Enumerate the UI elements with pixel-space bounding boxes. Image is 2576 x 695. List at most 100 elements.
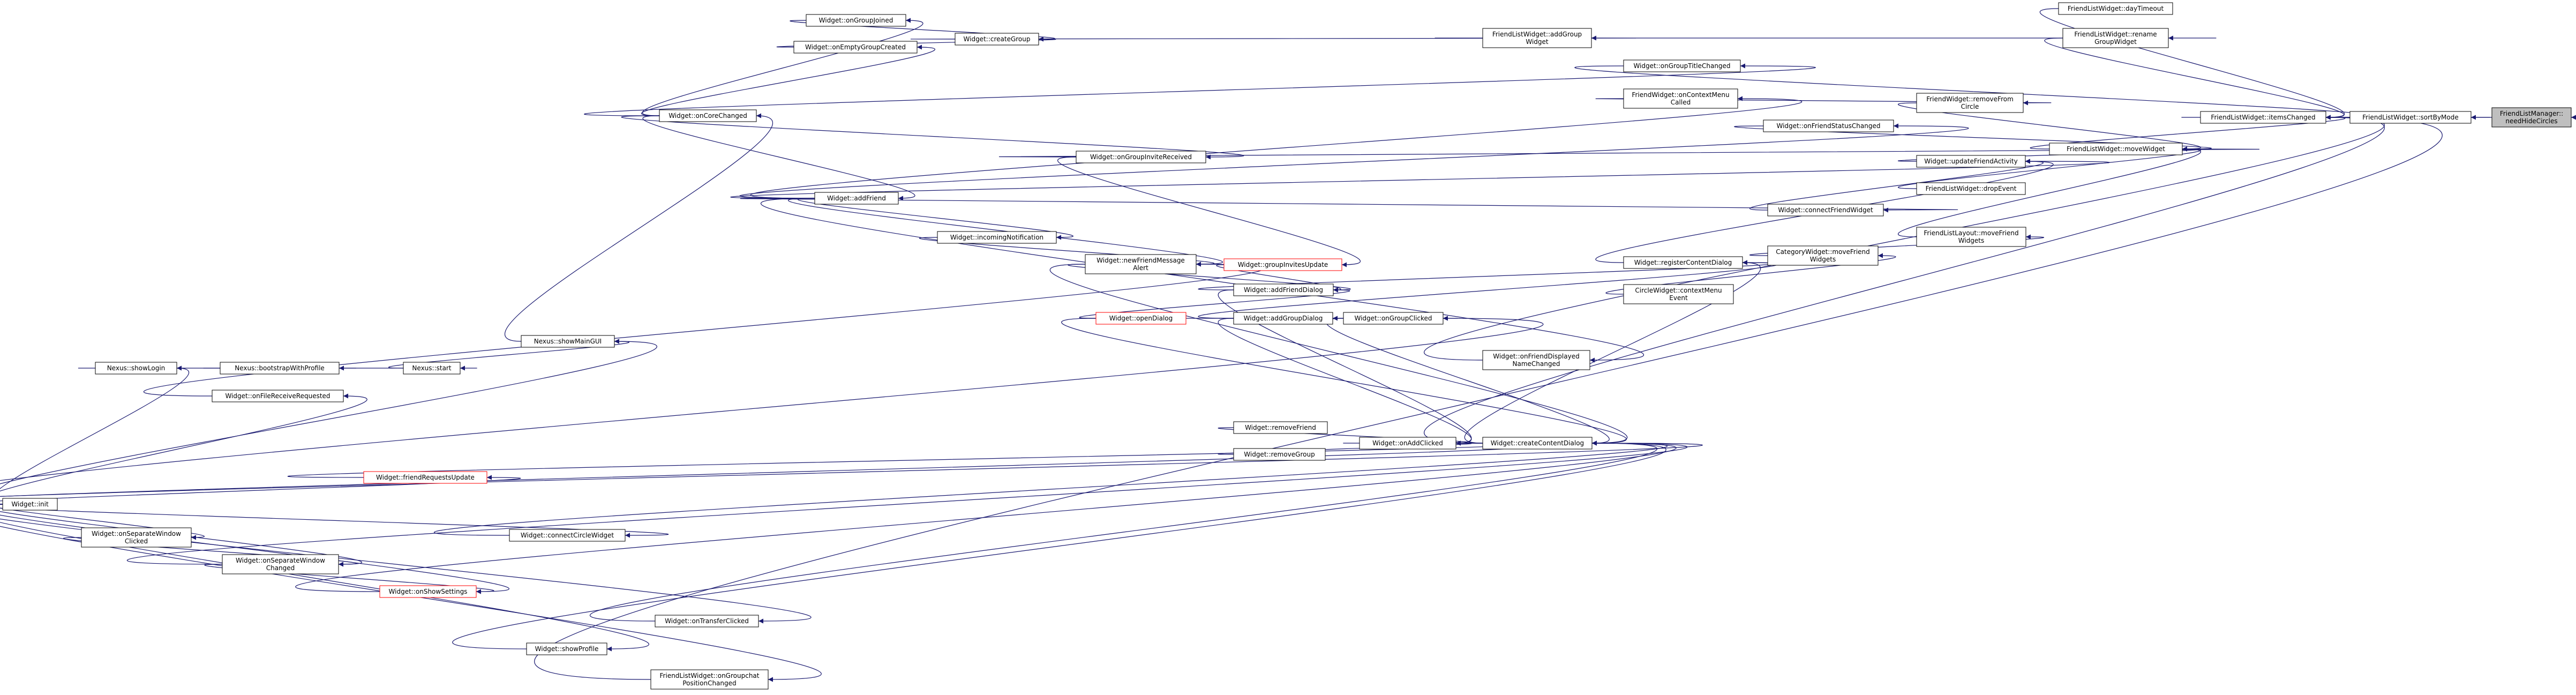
node-box [212, 390, 344, 402]
node-box [806, 14, 906, 27]
call-edge-createContentDialog-to-itemsChanged [1424, 115, 2385, 444]
node-label: Widget::openDialog [1109, 315, 1173, 322]
node-onCoreChanged[interactable]: Widget::onCoreChanged [659, 109, 757, 122]
node-label: Widget::onEmptyGroupCreated [805, 43, 906, 51]
node-removeGroup[interactable]: Widget::removeGroup [1233, 448, 1326, 461]
call-edge-init-to-createContentDialog [0, 440, 1703, 505]
node-label: FriendListWidget::itemsChanged [2211, 114, 2315, 121]
node-onFileReceiveRequested[interactable]: Widget::onFileReceiveRequested [212, 390, 344, 402]
call-edge-init-to-onTransferClicked [0, 504, 812, 624]
node-init[interactable]: Widget::init [2, 498, 58, 511]
node-label: Circle [1961, 103, 1979, 110]
node-label: CategoryWidget::moveFriend [1776, 248, 1870, 256]
node-box [1233, 448, 1326, 461]
node-box [526, 642, 607, 655]
node-label: Widget::onSeparateWindow [92, 530, 181, 537]
node-label: CircleWidget::contextMenu [1635, 287, 1722, 294]
node-box [1233, 421, 1328, 434]
call-edge-showMainGUI-to-onCoreChanged [504, 113, 773, 342]
node-box [1763, 119, 1894, 132]
node-label: Widgets [1958, 237, 1985, 244]
node-box [1482, 437, 1593, 450]
node-registerContentDialog[interactable]: Widget::registerContentDialog [1623, 256, 1743, 269]
node-onGroupInviteReceived[interactable]: Widget::onGroupInviteReceived [1076, 151, 1206, 163]
call-edge-onFriendDisplayedNameChanged-to-itemsChanged [1424, 115, 2385, 361]
node-box [220, 362, 340, 375]
call-edge-dayTimeout-to-itemsChanged [2039, 8, 2345, 120]
call-edge-connectFriendWidget-to-updateFriendActivity [1749, 159, 2044, 211]
node-label: FriendWidget::removeFrom [1926, 95, 2014, 103]
node-label: Widget::addFriend [827, 195, 886, 202]
node-onTransferClicked[interactable]: Widget::onTransferClicked [655, 615, 759, 627]
node-showLogin[interactable]: Nexus::showLogin [95, 362, 177, 375]
call-edge-showProfile-to-createContentDialog [452, 440, 1666, 649]
node-label: FriendListWidget::moveWidget [2067, 145, 2165, 153]
node-label: Widget::createContentDialog [1491, 439, 1584, 447]
node-box [1623, 256, 1743, 269]
node-sortByMode[interactable]: FriendListWidget::sortByMode [2349, 111, 2472, 124]
node-removeFriend[interactable]: Widget::removeFriend [1233, 421, 1328, 434]
node-showMainGUI[interactable]: Nexus::showMainGUI [521, 335, 615, 348]
node-addFriendDialog[interactable]: Widget::addFriendDialog [1233, 283, 1334, 296]
node-onAddClicked[interactable]: Widget::onAddClicked [1359, 437, 1456, 450]
node-box [1916, 155, 2026, 168]
node-label: FriendWidget::onContextMenu [1632, 91, 1729, 99]
node-label: Widget::onSeparateWindow [236, 557, 325, 564]
node-addFriend[interactable]: Widget::addFriend [814, 192, 899, 205]
call-edge-onGroupClicked-to-createContentDialog [1326, 318, 1610, 446]
call-edge-onGroupchatPositionChanged-to-itemsChanged [534, 115, 2443, 680]
node-onGroupchatPositionChanged[interactable]: FriendListWidget::onGroupchatPositionCha… [650, 669, 769, 690]
node-label: Widgets [1810, 256, 1836, 263]
node-box [793, 41, 918, 54]
node-moveWidget[interactable]: FriendListWidget::moveWidget [2049, 143, 2183, 155]
call-edge-moveWidget-to-itemsChanged [2030, 115, 2346, 150]
node-incomingNotification[interactable]: Widget::incomingNotification [937, 231, 1057, 244]
node-label: GroupWidget [2094, 38, 2137, 46]
node-dayTimeout[interactable]: FriendListWidget::dayTimeout [2058, 2, 2173, 15]
call-edge-init-to-onShowSettings [0, 504, 509, 594]
node-friendRequestsUpdate[interactable]: Widget::friendRequestsUpdate [363, 471, 487, 484]
call-edge-circleContextMenuEvent-to-categoryMoveFriendWidgets [1605, 253, 1896, 295]
node-box [1623, 284, 1734, 304]
node-onGroupClicked[interactable]: Widget::onGroupClicked [1343, 312, 1444, 325]
node-openDialog[interactable]: Widget::openDialog [1095, 312, 1186, 325]
node-box [222, 554, 339, 574]
node-dropEvent[interactable]: FriendListWidget::dropEvent [1916, 182, 2026, 195]
node-bootstrapWithProfile[interactable]: Nexus::bootstrapWithProfile [220, 362, 340, 375]
node-createGroup[interactable]: Widget::createGroup [955, 33, 1039, 46]
node-root[interactable]: FriendListManager::needHideCircles [2491, 107, 2572, 128]
node-label: Alert [1133, 264, 1148, 272]
node-onGroupJoined[interactable]: Widget::onGroupJoined [806, 14, 906, 27]
node-label: Widget::addFriendDialog [1244, 286, 1323, 294]
node-onShowSettings[interactable]: Widget::onShowSettings [379, 585, 477, 598]
node-label: Widget::init [11, 500, 49, 508]
node-updateFriendActivity[interactable]: Widget::updateFriendActivity [1916, 155, 2026, 168]
node-addGroupDialog[interactable]: Widget::addGroupDialog [1233, 312, 1333, 325]
node-onEmptyGroupCreated[interactable]: Widget::onEmptyGroupCreated [793, 41, 918, 54]
node-nexusStart[interactable]: Nexus::start [403, 362, 461, 375]
node-createContentDialog[interactable]: Widget::createContentDialog [1482, 437, 1593, 450]
node-connectCircleWidget[interactable]: Widget::connectCircleWidget [509, 529, 626, 542]
node-itemsChanged[interactable]: FriendListWidget::itemsChanged [2200, 111, 2326, 124]
node-box [2491, 107, 2572, 128]
node-onGroupTitleChanged[interactable]: Widget::onGroupTitleChanged [1623, 59, 1741, 72]
node-showProfile[interactable]: Widget::showProfile [526, 642, 607, 655]
node-groupInvitesUpdate[interactable]: Widget::groupInvitesUpdate [1223, 258, 1342, 271]
node-connectFriendWidget[interactable]: Widget::connectFriendWidget [1767, 204, 1884, 216]
call-edge-newFriendMessageAlert-to-addFriendDialog [1068, 264, 1351, 293]
call-edge-onTransferClicked-to-createContentDialog [590, 440, 1657, 622]
node-onFriendStatusChanged[interactable]: Widget::onFriendStatusChanged [1763, 119, 1894, 132]
node-box [95, 362, 177, 375]
node-box [1623, 88, 1738, 109]
